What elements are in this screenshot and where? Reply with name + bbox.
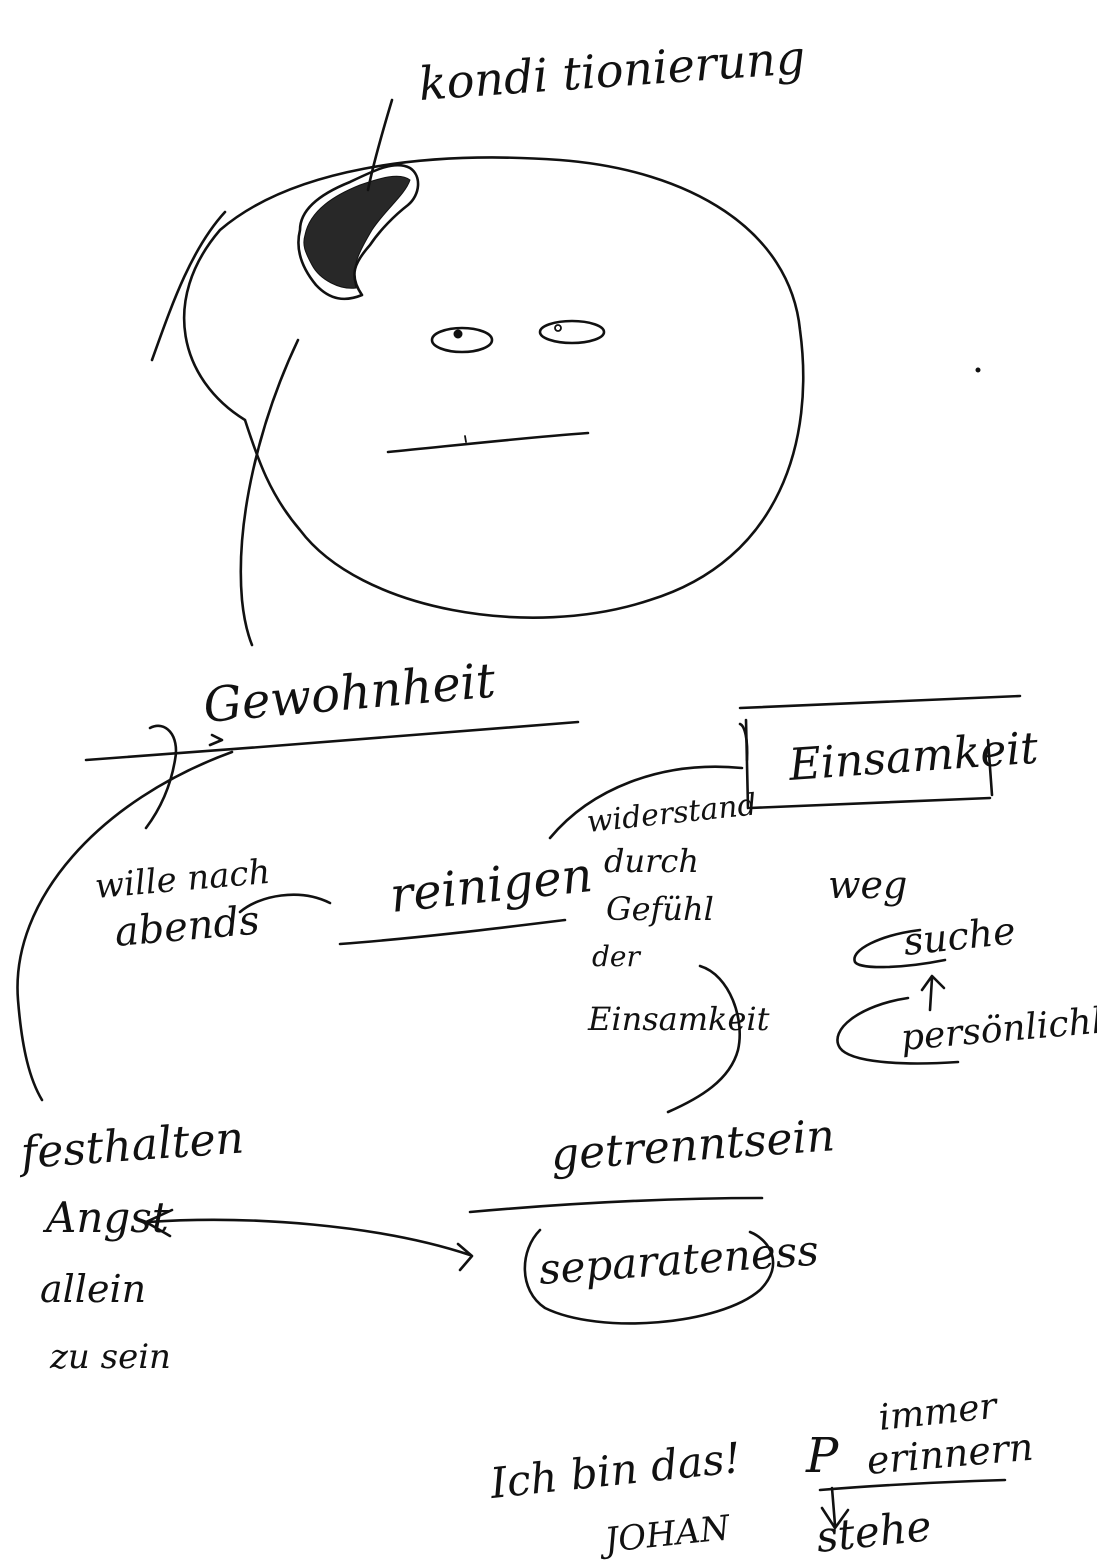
suche-loop [853,928,947,969]
left-connector-curve [16,750,234,1102]
gewohnheit-hook [144,724,178,830]
einsamkeit-label: Einsamkeit [786,723,1040,791]
getrenntsein-label: getrenntsein [549,1110,836,1181]
widerstand-line-1: widerstand [585,787,758,840]
pointer-line-top [366,98,394,192]
head-outline-tail [150,210,227,362]
head-outline [182,156,805,619]
wille-nach-abends-block: wille nach abends [93,852,272,956]
left-pupil [453,329,463,339]
head-to-gewohnheit-line [239,338,300,647]
arrowhead-left [144,1208,174,1238]
persoenlichkeit-loop [836,996,960,1065]
erinnern-underline [818,1478,1007,1492]
einsamkeit-left-stub [738,722,749,762]
abends-line: abends [113,897,261,955]
getrenntsein-underline [468,1196,764,1214]
right-eye [538,319,606,345]
scribble-patch [297,163,420,301]
immer-erinnern-block: immer erinnern [865,1386,1035,1483]
festhalten-line: festhalten [16,1113,245,1180]
scribble-fill [303,175,411,289]
gewohnheit-hook-arrow [208,733,224,747]
mouth [386,431,590,454]
ich-bin-das-label: Ich bin das! [487,1433,743,1508]
abends-reinigen-connector [238,893,332,914]
suche-arrow [920,974,946,1012]
arrowhead-right [456,1242,474,1272]
right-pupil [554,324,562,332]
weg-label: weg [828,863,907,907]
p-label: P [805,1428,839,1484]
stehe-arrow [820,1486,850,1530]
einsamkeit-to-widerstand-curve [548,765,744,840]
stray-dot [975,367,981,373]
suche-label: suche [901,908,1017,963]
einsamkeit-box [738,694,1022,810]
widerstand-block: widerstand durch Gefühl der Einsamkeit [585,787,769,1038]
festhalten-block: festhalten Angst allein zu sein [16,1113,245,1377]
left-eye [430,326,494,354]
stehe-label: stehe [814,1501,934,1562]
allein-line: allein [40,1267,146,1311]
zu-sein-line: zu sein [49,1337,171,1377]
widerstand-line-4: der [592,940,641,973]
widerstand-line-5: Einsamkeit [587,1000,770,1038]
reinigen-underline [338,918,567,946]
konditionierung-label: kondi tionierung [417,30,807,111]
reinigen-label: reinigen [387,847,595,924]
gewohnheit-underline [84,720,580,762]
mouth-tick [464,435,467,443]
gewohnheit-label: Gewohnheit [201,653,498,734]
widerstand-line-3: Gefühl [606,890,714,928]
persoenlichkeit-label: persönlichkeit [899,995,1097,1059]
johan-label: JOHAN [597,1508,733,1562]
widerstand-line-2: durch [604,842,699,880]
widerstand-bracket [666,964,741,1114]
separateness-ellipse [523,1228,775,1325]
separateness-label: separateness [537,1226,820,1294]
angst-line: Angst [42,1193,169,1242]
angst-separateness-arrow [146,1218,472,1257]
